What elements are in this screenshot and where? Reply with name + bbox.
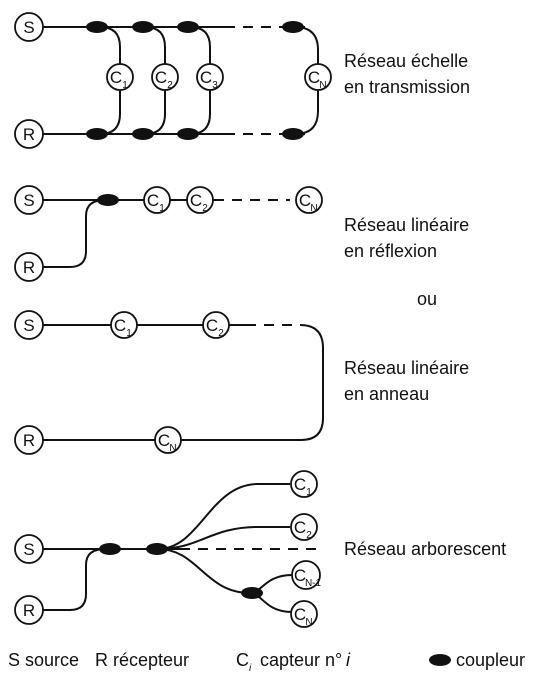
ladder-network: S R C 1 C 2 C 3 C N Réseau échelle en tr… [14, 12, 470, 149]
coupler-icon [86, 21, 108, 33]
legend-sensor-text: capteur n° [260, 650, 342, 670]
svg-text:C: C [190, 191, 202, 210]
sensor-node [186, 186, 214, 214]
svg-text:2: 2 [202, 203, 208, 214]
sensor-node [151, 63, 179, 91]
coupler-icon [132, 21, 154, 33]
sensor-node [196, 63, 224, 91]
branch-c1 [157, 483, 290, 550]
svg-text:N: N [310, 203, 317, 214]
ring-network: S R C 1 C 2 C N Réseau linéaire en annea… [14, 310, 469, 455]
sensor-node [290, 600, 318, 628]
tree-network: S R C 1 C 2 C N-1 C N Réseau arborescent [14, 470, 506, 628]
tree-title: Réseau arborescent [344, 539, 506, 559]
legend-sensor-sub: i [249, 663, 252, 674]
coupler-icon [146, 543, 168, 555]
svg-text:1: 1 [122, 80, 128, 91]
sensor-node [202, 311, 230, 339]
ring-title-line1: Réseau linéaire [344, 358, 469, 378]
legend: S source R récepteur C i capteur n° i co… [8, 650, 525, 674]
ring-title-line2: en anneau [344, 384, 429, 404]
branch-lower [157, 548, 251, 594]
svg-text:S: S [23, 316, 34, 335]
source-node [14, 310, 44, 340]
tree-receiver-line [43, 548, 106, 611]
ring-loop-line [43, 324, 324, 441]
svg-text:C: C [114, 316, 126, 335]
coupler-icon [282, 21, 304, 33]
svg-text:C: C [294, 605, 306, 624]
coupler-legend-icon [429, 654, 451, 666]
legend-sensor-index: i [346, 650, 351, 670]
svg-text:C: C [294, 475, 306, 494]
svg-text:N: N [319, 80, 326, 91]
receiver-label: R [23, 125, 35, 144]
coupler-icon [177, 128, 199, 140]
legend-sensor-letter: C [236, 650, 249, 670]
svg-text:R: R [23, 431, 35, 450]
svg-text:C: C [206, 316, 218, 335]
legend-source: S source [8, 650, 79, 670]
svg-text:1: 1 [126, 328, 132, 339]
svg-text:R: R [23, 601, 35, 620]
svg-text:C: C [294, 566, 306, 585]
receiver-node [14, 595, 44, 625]
sensor-node [290, 470, 318, 498]
svg-text:1: 1 [159, 203, 165, 214]
sensor-node [106, 63, 134, 91]
svg-text:S: S [23, 191, 34, 210]
svg-text:R: R [23, 258, 35, 277]
sensor-node [154, 426, 182, 454]
svg-text:C: C [294, 518, 306, 537]
svg-text:C: C [200, 68, 212, 87]
svg-text:3: 3 [212, 80, 218, 91]
coupler-icon [282, 128, 304, 140]
svg-text:2: 2 [218, 328, 224, 339]
svg-text:C: C [158, 431, 170, 450]
reflection-title-line1: Réseau linéaire [344, 215, 469, 235]
svg-text:C: C [308, 68, 320, 87]
ladder-title-line1: Réseau échelle [344, 51, 468, 71]
source-node [14, 185, 44, 215]
linear-reflection-network: S R C 1 C 2 C N Réseau linéaire en réfle… [14, 185, 469, 282]
svg-text:C: C [110, 68, 122, 87]
source-node [14, 12, 44, 42]
svg-text:C: C [155, 68, 167, 87]
svg-text:2: 2 [167, 80, 173, 91]
branch-c2 [157, 526, 290, 550]
sensor-node [295, 186, 323, 214]
coupler-icon [241, 587, 263, 599]
sensor-node [290, 513, 318, 541]
source-label: S [23, 18, 34, 37]
svg-text:2: 2 [306, 530, 312, 541]
coupler-icon [177, 21, 199, 33]
svg-text:1: 1 [306, 487, 312, 498]
svg-text:N: N [305, 617, 312, 628]
receiver-node [14, 119, 44, 149]
source-node [14, 534, 44, 564]
sensor-node [143, 186, 171, 214]
receiver-node [14, 425, 44, 455]
separator-or: ou [417, 289, 437, 309]
svg-text:S: S [23, 540, 34, 559]
ladder-title-line2: en transmission [344, 77, 470, 97]
reflection-title-line2: en réflexion [344, 241, 437, 261]
svg-text:C: C [147, 191, 159, 210]
sensor-node [110, 311, 138, 339]
svg-text:C: C [299, 191, 311, 210]
reflection-receiver-line [43, 199, 106, 268]
coupler-icon [97, 194, 119, 206]
legend-coupler: coupleur [456, 650, 525, 670]
svg-text:N-1: N-1 [305, 578, 322, 589]
sensor-node [291, 560, 321, 590]
svg-text:N: N [169, 443, 176, 454]
coupler-icon [132, 128, 154, 140]
coupler-icon [86, 128, 108, 140]
coupler-icon [99, 543, 121, 555]
legend-receiver: R récepteur [95, 650, 189, 670]
receiver-node [14, 252, 44, 282]
sensor-node [304, 63, 332, 91]
